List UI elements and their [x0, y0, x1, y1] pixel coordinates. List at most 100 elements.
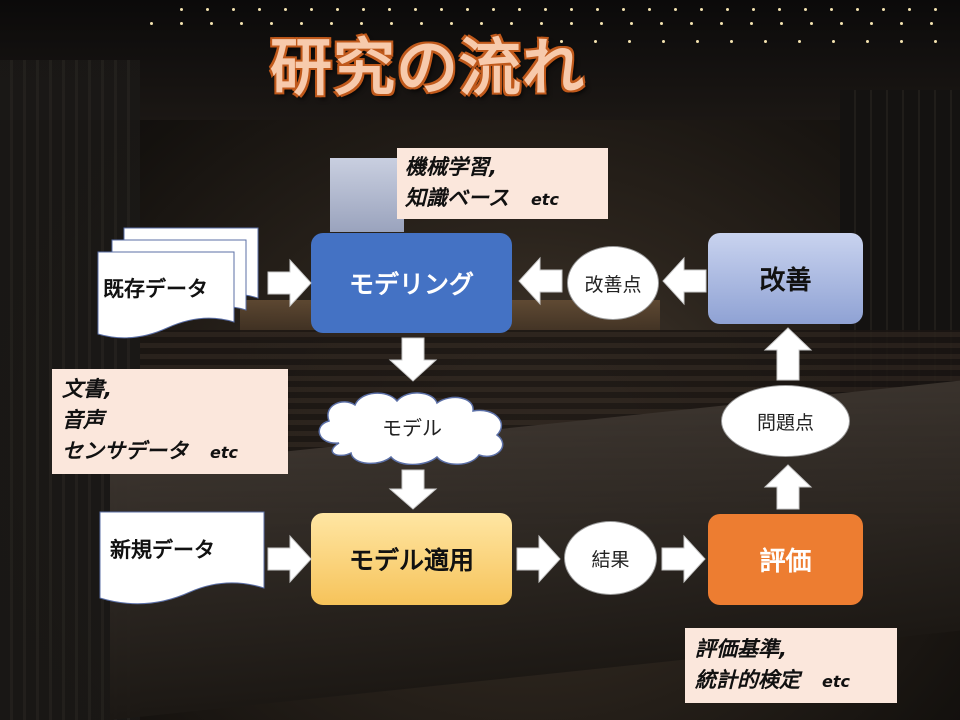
- ceiling-light: [900, 22, 903, 25]
- note-etc: etc: [210, 443, 238, 462]
- ceiling-light: [390, 22, 393, 25]
- note-line: 統計的検定 etc: [695, 665, 897, 697]
- results-circle: 結果: [564, 521, 657, 595]
- ceiling-light: [336, 8, 339, 11]
- right-arrow-icon: [267, 258, 312, 308]
- ceiling-light: [856, 8, 859, 11]
- ceiling-light: [210, 22, 213, 25]
- ceiling-light: [518, 8, 521, 11]
- ceiling-light: [882, 8, 885, 11]
- ceiling-light: [420, 22, 423, 25]
- ceiling-light: [830, 8, 833, 11]
- ceiling-light: [866, 40, 869, 43]
- left-arrow-icon: [518, 256, 563, 306]
- ceiling-light: [466, 8, 469, 11]
- modeling-methods-note: 機械学習, 知識ベース etc: [397, 148, 608, 219]
- problems-circle: 問題点: [721, 385, 850, 457]
- ceiling-light: [764, 40, 767, 43]
- ceiling-light: [630, 22, 633, 25]
- up-arrow-icon: [763, 327, 813, 381]
- ceiling-light: [480, 22, 483, 25]
- ceiling-light: [240, 22, 243, 25]
- ceiling-light: [750, 22, 753, 25]
- model-cloud-label: モデル: [382, 415, 442, 440]
- note-text: 統計的検定: [695, 668, 800, 692]
- ceiling-light: [232, 8, 235, 11]
- ceiling-light: [870, 22, 873, 25]
- left-arrow-icon: [662, 256, 707, 306]
- right-arrow-icon: [661, 534, 706, 584]
- model-cloud-shape: [318, 392, 504, 465]
- improvement-box: 改善: [708, 233, 863, 324]
- ceiling-light: [544, 8, 547, 11]
- ceiling-light: [696, 40, 699, 43]
- ceiling-light: [310, 8, 313, 11]
- ceiling-light: [798, 40, 801, 43]
- ceiling-light: [258, 8, 261, 11]
- ceiling-light: [360, 22, 363, 25]
- ceiling-light: [600, 22, 603, 25]
- ceiling-light: [840, 22, 843, 25]
- ceiling-light: [300, 22, 303, 25]
- ceiling-light: [832, 40, 835, 43]
- note-line: 評価基準,: [695, 637, 787, 661]
- ceiling-light: [660, 22, 663, 25]
- ceiling-light: [720, 22, 723, 25]
- note-line: 機械学習,: [405, 155, 497, 179]
- document-stack-icon: [97, 227, 259, 339]
- slide-title: 研究の流れ: [270, 31, 586, 104]
- document-icon: [99, 511, 265, 605]
- ceiling-light: [628, 40, 631, 43]
- ceiling-light: [330, 22, 333, 25]
- model-application-box: モデル適用: [311, 513, 512, 605]
- ceiling-light: [900, 40, 903, 43]
- ceiling-light: [726, 8, 729, 11]
- ceiling-light: [492, 8, 495, 11]
- ceiling-light: [752, 8, 755, 11]
- ceiling-light: [934, 40, 937, 43]
- ceiling-light: [674, 8, 677, 11]
- ceiling-light: [150, 22, 153, 25]
- note-line: 音声: [62, 408, 104, 432]
- ceiling-light: [440, 8, 443, 11]
- projection-screen: [330, 158, 404, 232]
- ceiling-light: [510, 22, 513, 25]
- ceiling-light: [594, 40, 597, 43]
- ceiling-light: [700, 8, 703, 11]
- ceiling-light: [180, 22, 183, 25]
- improvement-points-circle: 改善点: [567, 246, 659, 320]
- ceiling-light: [730, 40, 733, 43]
- note-etc: etc: [530, 190, 559, 209]
- ceiling-light: [180, 8, 183, 11]
- up-arrow-icon: [763, 464, 813, 510]
- ceiling-light: [810, 22, 813, 25]
- ceiling-light: [622, 8, 625, 11]
- ceiling-light: [930, 22, 933, 25]
- ceiling-light: [934, 8, 937, 11]
- ceiling-light: [270, 22, 273, 25]
- evaluation-box: 評価: [708, 514, 863, 605]
- evaluation-methods-note: 評価基準, 統計的検定 etc: [685, 628, 897, 703]
- note-etc: etc: [822, 672, 850, 691]
- ceiling-light: [560, 40, 563, 43]
- ceiling-light: [388, 8, 391, 11]
- ceiling-light: [570, 8, 573, 11]
- ceiling-light: [570, 22, 573, 25]
- down-arrow-icon: [388, 337, 438, 382]
- new-data-label: 新規データ: [110, 538, 215, 562]
- ceiling-light: [908, 8, 911, 11]
- existing-data-label: 既存データ: [103, 277, 208, 301]
- note-line: 知識ベース etc: [405, 183, 608, 215]
- note-text: 知識ベース: [405, 186, 509, 210]
- ceiling-light: [362, 8, 365, 11]
- ceiling-light: [648, 8, 651, 11]
- ceiling-light: [414, 8, 417, 11]
- down-arrow-icon: [388, 469, 438, 510]
- ceiling-light: [206, 8, 209, 11]
- right-arrow-icon: [516, 534, 561, 584]
- note-line: 文書,: [62, 377, 112, 401]
- ceiling-light: [450, 22, 453, 25]
- ceiling-light: [780, 22, 783, 25]
